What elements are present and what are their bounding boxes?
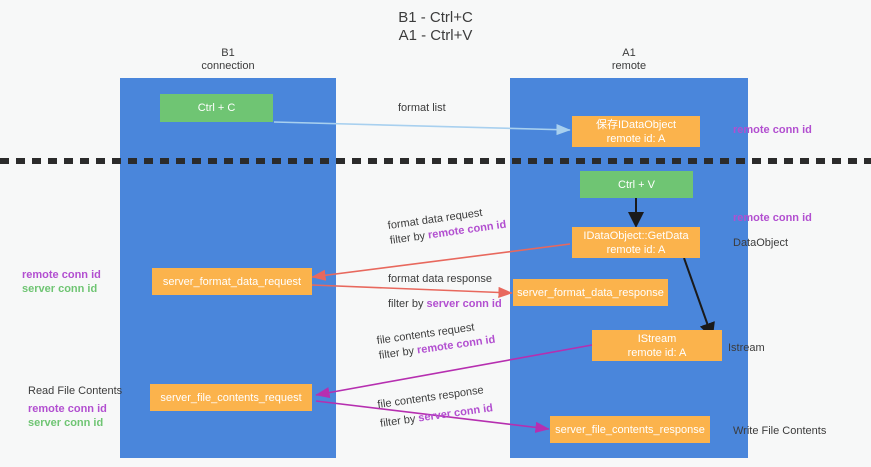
- node-idataobject-getdata[interactable]: IDataObject::GetData remote id: A: [572, 227, 700, 258]
- annotation-istream: Istream: [728, 342, 765, 354]
- node-ctrl-c-label: Ctrl + C: [197, 102, 236, 114]
- node-server-file-contents-request[interactable]: server_file_contents_request: [150, 384, 312, 411]
- annotation-remote-conn-id-mid: remote conn id: [733, 212, 812, 224]
- annotation-left-server-conn-id-mid: server conn id: [22, 283, 98, 295]
- node-ctrl-c[interactable]: Ctrl + C: [160, 94, 273, 122]
- node-istream-remote-id: remote id: A: [627, 346, 687, 359]
- node-istream-label: IStream: [637, 332, 677, 345]
- node-server-format-data-request[interactable]: server_format_data_request: [152, 268, 312, 295]
- annotation-dataobject: DataObject: [733, 237, 789, 249]
- annotation-left-remote-conn-id-bottom: remote conn id: [28, 403, 107, 415]
- edge-label-format-data-response-tag: server conn id: [426, 298, 502, 310]
- node-server-file-contents-request-label: server_file_contents_request: [160, 391, 302, 404]
- annotation-write-file-contents: Write File Contents: [733, 425, 827, 437]
- edge-label-format-list: format list: [398, 101, 446, 116]
- edge-label-format-data-response-line2: filter by server conn id: [388, 297, 502, 312]
- phase-divider-dashed-line: [0, 158, 871, 164]
- column-header-a1-subtitle: remote: [611, 60, 647, 72]
- node-save-idataobject-remote-id: remote id: A: [606, 132, 666, 145]
- edge-label-file-contents-request: file contents request filter by remote c…: [376, 318, 496, 364]
- node-server-format-data-request-label: server_format_data_request: [162, 275, 302, 288]
- annotation-remote-conn-id-top: remote conn id: [733, 124, 812, 136]
- node-ctrl-v[interactable]: Ctrl + V: [580, 171, 693, 198]
- node-idataobject-getdata-label: IDataObject::GetData: [583, 229, 689, 242]
- column-header-b1: B1 connection: [148, 47, 308, 73]
- node-server-format-data-response-label: server_format_data_response: [517, 286, 664, 299]
- edge-label-format-list-text: format list: [398, 102, 446, 114]
- node-save-idataobject-label: 保存IDataObject: [595, 118, 677, 131]
- node-ctrl-v-label: Ctrl + V: [618, 178, 655, 191]
- page-title-line-1: B1 - Ctrl+C: [398, 9, 473, 26]
- edge-label-file-contents-response-prefix: filter by: [379, 412, 420, 430]
- edge-label-format-data-response-line1: format data response: [388, 273, 492, 285]
- node-istream[interactable]: IStream remote id: A: [592, 330, 722, 361]
- edge-label-format-data-request: format data request filter by remote con…: [387, 203, 507, 249]
- edge-label-format-data-response-prefix: filter by: [388, 298, 427, 310]
- column-header-a1-name: A1: [622, 47, 636, 59]
- node-save-idataobject[interactable]: 保存IDataObject remote id: A: [572, 116, 700, 147]
- page-title-line-2: A1 - Ctrl+V: [398, 27, 473, 44]
- column-header-b1-name: B1: [221, 47, 235, 59]
- edge-label-file-contents-request-prefix: filter by: [378, 344, 418, 362]
- annotation-read-file-contents: Read File Contents: [28, 385, 123, 397]
- edge-label-file-contents-response: file contents response filter by server …: [377, 382, 494, 431]
- node-idataobject-getdata-remote-id: remote id: A: [606, 243, 666, 256]
- node-server-file-contents-response[interactable]: server_file_contents_response: [550, 416, 710, 443]
- node-server-file-contents-response-label: server_file_contents_response: [555, 423, 705, 436]
- column-header-a1: A1 remote: [549, 47, 709, 73]
- annotation-left-server-conn-id-bottom: server conn id: [28, 417, 104, 429]
- edge-label-format-data-response: format data response filter by server co…: [388, 272, 502, 312]
- column-header-b1-subtitle: connection: [201, 60, 255, 72]
- annotation-left-remote-conn-id-mid: remote conn id: [22, 269, 101, 281]
- edge-label-format-data-request-prefix: filter by: [389, 229, 429, 247]
- node-server-format-data-response[interactable]: server_format_data_response: [513, 279, 668, 306]
